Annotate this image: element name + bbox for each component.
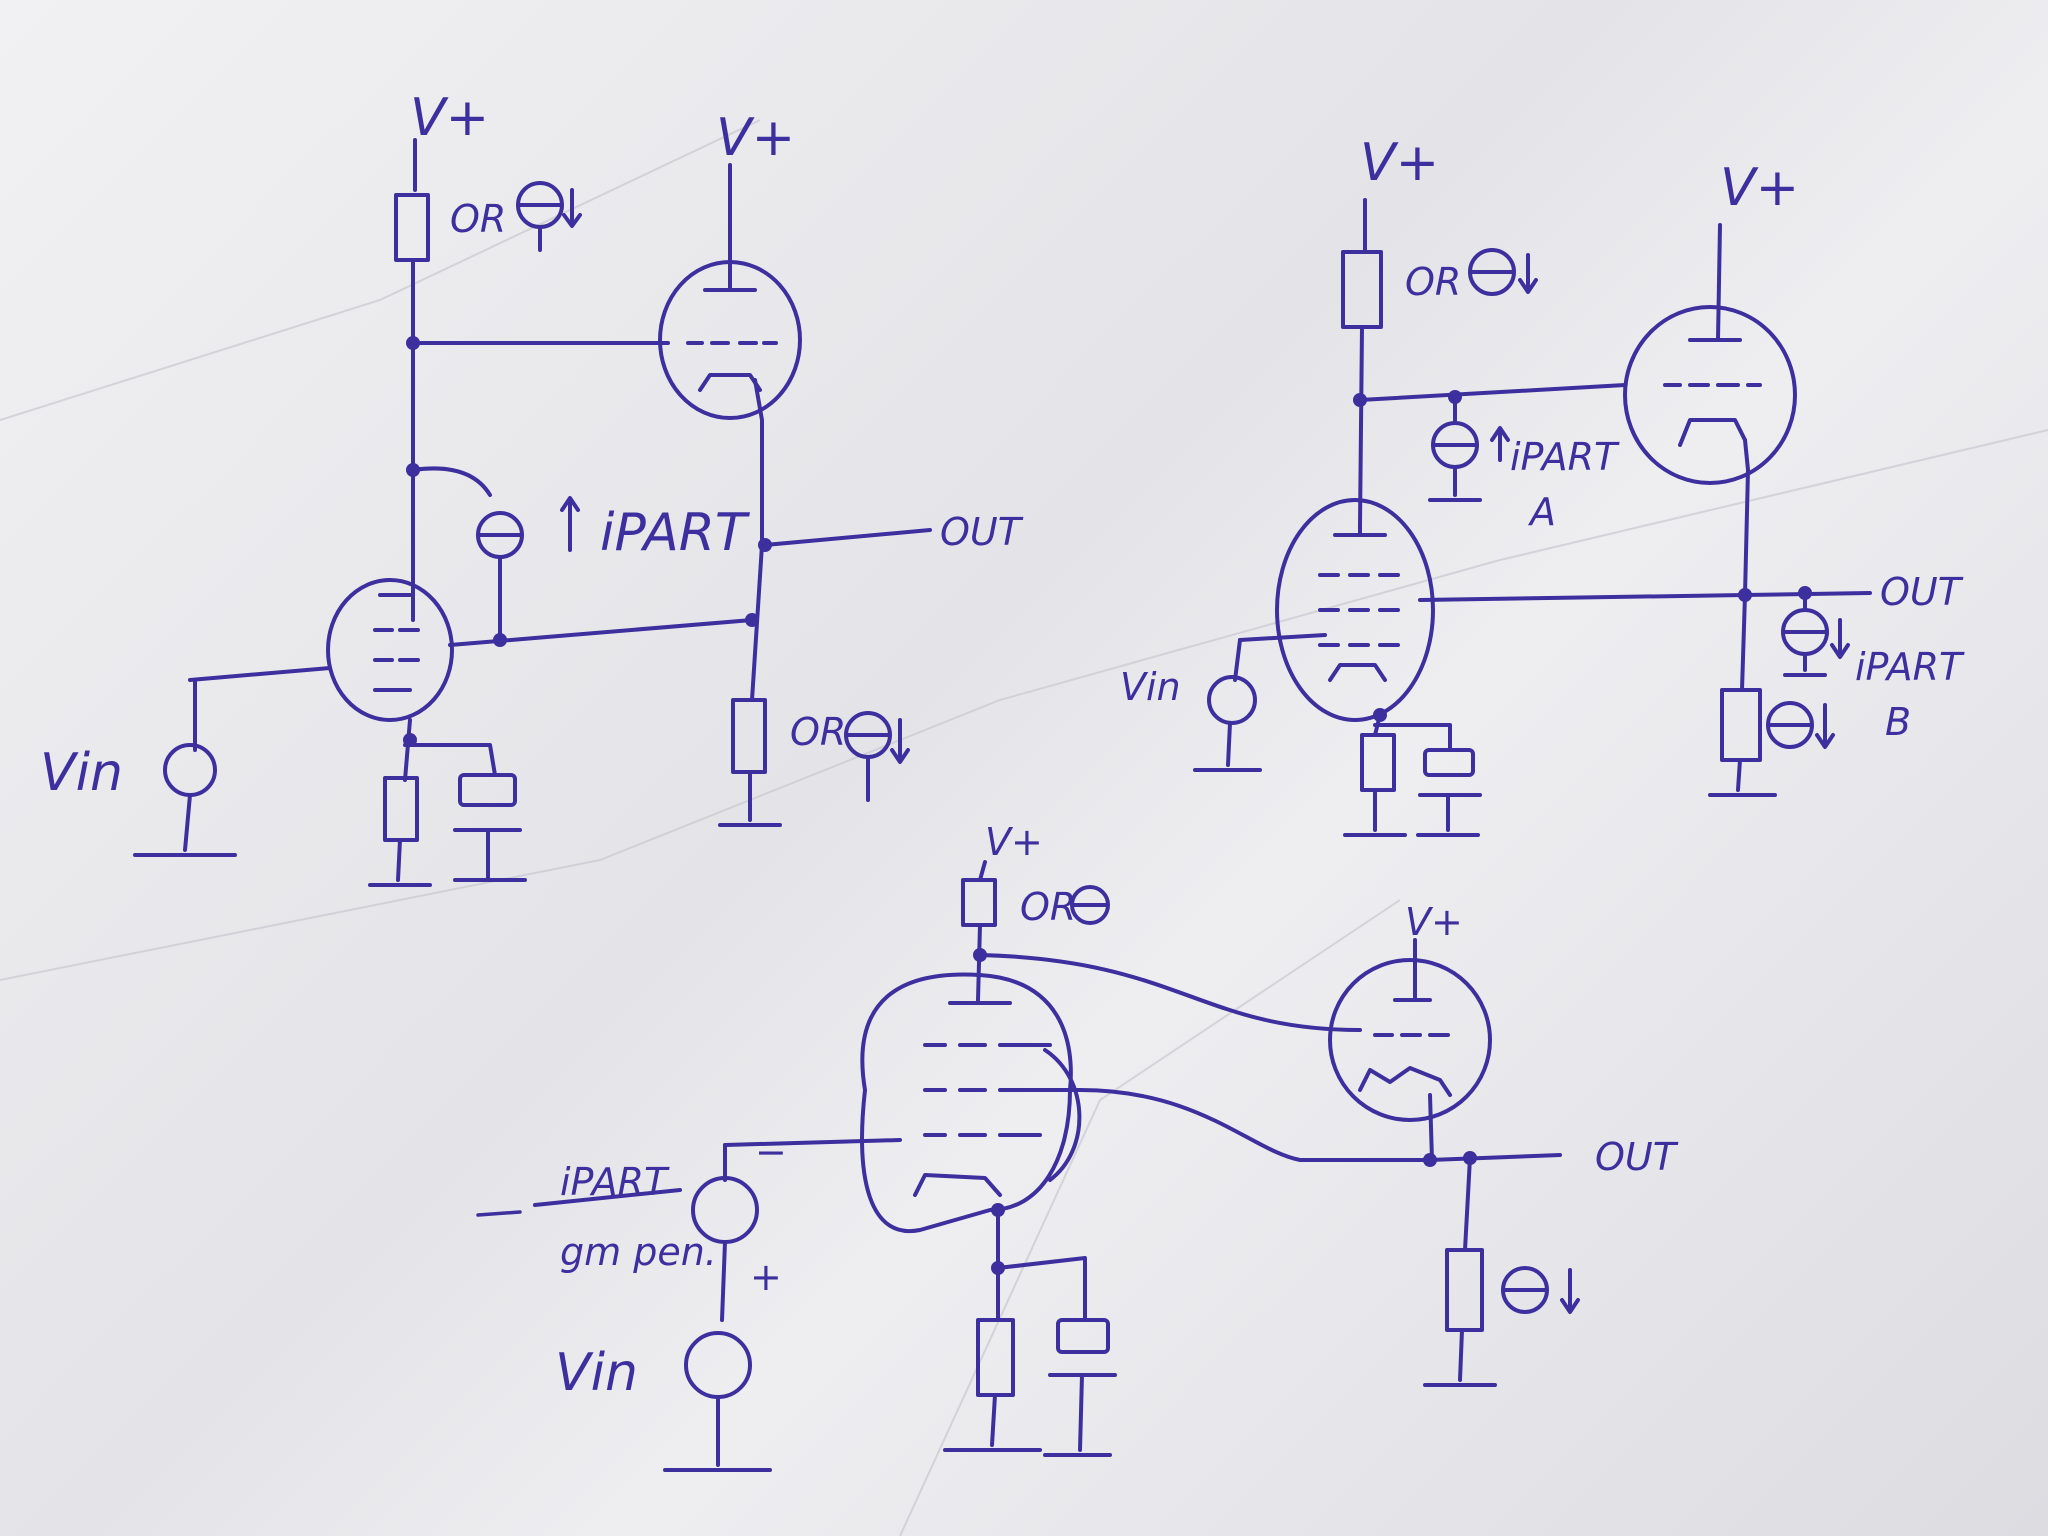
current-source-ipart-a <box>1428 395 1482 502</box>
paper-crease <box>0 119 761 421</box>
supply-label-right: V+ <box>1720 158 1799 218</box>
supply-label-right: V+ <box>1405 900 1463 944</box>
ground-symbol <box>943 1393 1042 1452</box>
fraction-bar <box>533 1188 682 1207</box>
b-tag: B <box>1885 700 1911 744</box>
or-label-top: OR <box>1405 260 1461 304</box>
capacitor-top-plate <box>458 773 517 807</box>
wire <box>1373 713 1452 752</box>
resistor-top <box>1341 250 1383 329</box>
wire <box>978 860 987 882</box>
ground-symbol <box>1343 788 1407 837</box>
ground-symbol <box>1423 1328 1497 1387</box>
wire-to-follower-grid <box>1358 383 1627 402</box>
circuit-top-left: V+ OR V+ iPART OUT <box>40 88 1024 887</box>
wire-to-out <box>763 528 932 547</box>
ipart-a-label: iPART <box>1510 435 1620 479</box>
capacitor-ground <box>1416 793 1482 837</box>
input-source <box>163 743 217 797</box>
capacitor-ground <box>453 828 527 882</box>
supply-label-right: V+ <box>716 108 795 168</box>
ground-symbol <box>133 793 237 857</box>
supply-label-left: V+ <box>1360 133 1439 193</box>
ground-symbol <box>1193 721 1262 772</box>
resistor-top <box>394 193 430 262</box>
wire-to-out <box>1428 1153 1562 1162</box>
vin-label: Vin <box>555 1343 638 1403</box>
tube-follower: V+ <box>1623 158 1799 597</box>
gm-denominator: gm pen. <box>560 1230 717 1274</box>
wire <box>720 1240 727 1322</box>
resistor-cathode <box>383 776 419 842</box>
vin-label: Vin <box>1120 665 1181 709</box>
ground-symbol <box>368 838 432 887</box>
junction-dot <box>745 613 759 627</box>
ipart-b-label: iPART <box>1855 645 1965 689</box>
capacitor-top-plate <box>1423 748 1475 777</box>
capacitor-ground <box>1043 1373 1117 1457</box>
wire <box>1463 1156 1472 1252</box>
supply-label-left: V+ <box>985 820 1043 864</box>
wire-screen-to-out <box>448 618 754 647</box>
out-label: OUT <box>1880 570 1964 614</box>
scribble-mark <box>476 1210 522 1217</box>
arrow-up <box>1490 426 1510 462</box>
resistor-cathode <box>1360 733 1396 792</box>
input-source <box>684 1331 752 1399</box>
or-label-top: OR <box>450 197 506 241</box>
or-label-bottom: OR <box>790 710 846 754</box>
wire-screen-to-out <box>1418 593 1747 602</box>
tube-follower: V+ <box>658 108 802 547</box>
resistor-bottom <box>1720 688 1762 762</box>
current-source-top <box>1070 885 1110 925</box>
tube-pentode <box>188 578 454 722</box>
supply-label-left: V+ <box>410 88 489 148</box>
wire <box>1740 593 1747 692</box>
ground-symbol <box>718 770 782 827</box>
wire <box>976 923 982 1002</box>
resistor-bottom <box>1445 1248 1484 1332</box>
ground-symbol <box>663 1395 772 1472</box>
tube-follower: V+ <box>1328 900 1492 1162</box>
arrow-up <box>560 496 580 552</box>
out-label: OUT <box>1595 1135 1679 1179</box>
current-source-bottom <box>1766 701 1835 749</box>
current-source-bottom <box>844 711 910 802</box>
ipart-label: iPART <box>600 503 751 563</box>
wire <box>1233 638 1242 682</box>
ground-symbol <box>1708 758 1777 797</box>
current-source-top <box>516 181 582 252</box>
tube-pentode <box>1238 498 1435 722</box>
current-source-top <box>1468 248 1538 296</box>
wire <box>411 466 492 497</box>
wire-to-follower-grid <box>978 953 1362 1032</box>
resistor-cathode <box>976 1318 1015 1397</box>
resistor-bottom <box>731 698 767 774</box>
minus-sign: − <box>755 1130 787 1174</box>
out-label: OUT <box>940 510 1024 554</box>
plus-sign: + <box>750 1255 782 1299</box>
paper-crease <box>0 429 2048 981</box>
circuit-bottom: V+ OR V+ <box>476 820 1679 1472</box>
wire <box>403 718 497 782</box>
current-source-ipart <box>476 511 524 637</box>
paper-crease <box>899 899 1401 1536</box>
wire <box>996 1256 1087 1322</box>
resistor-top <box>961 878 997 927</box>
vin-label: Vin <box>40 743 123 803</box>
input-source <box>1207 675 1257 725</box>
current-source-bottom <box>1501 1266 1580 1314</box>
tube-pentode <box>723 972 1432 1234</box>
capacitor-top-plate <box>1056 1318 1110 1354</box>
current-source-ipart-b <box>1781 591 1850 677</box>
circuit-top-right: V+ OR iPART A V+ <box>1120 133 1965 837</box>
or-label-top: OR <box>1020 885 1076 929</box>
a-tag: A <box>1527 490 1556 534</box>
wire <box>1358 325 1364 527</box>
